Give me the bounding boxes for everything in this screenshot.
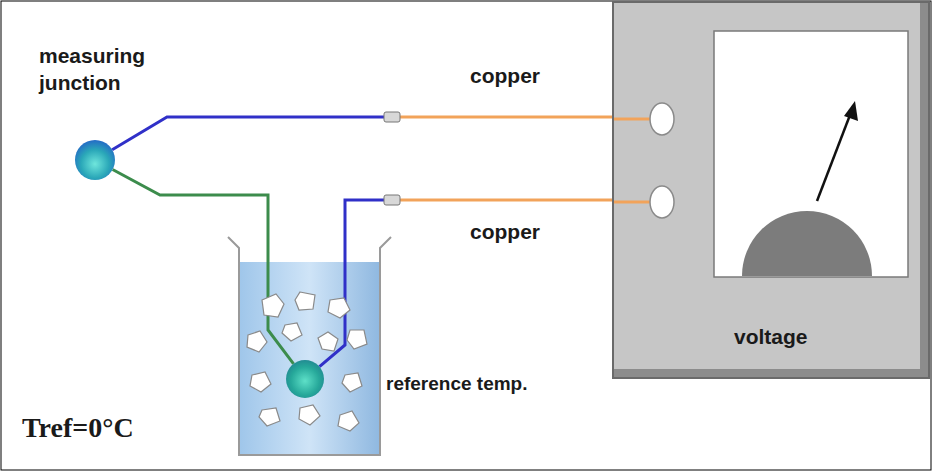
wire-segment	[112, 117, 392, 150]
meter-face	[614, 3, 928, 377]
ice-cubes	[247, 292, 367, 431]
junction-label: measuring junction	[39, 42, 174, 97]
wire-segment	[113, 169, 294, 363]
reference-junction: reference temp.	[286, 360, 324, 398]
wire	[112, 117, 612, 150]
beaker-outline	[228, 237, 391, 455]
copper-segment	[392, 116, 612, 119]
wire	[113, 169, 294, 363]
temperature-label: Tref=0°C	[22, 412, 134, 444]
copper-segment	[392, 199, 612, 202]
wire-sleeves	[384, 112, 400, 205]
meter-label: voltage	[734, 323, 808, 350]
wire-label: copper	[470, 64, 540, 88]
water	[239, 262, 380, 454]
measuring-junction: measuring junction	[75, 140, 115, 180]
reference-label: reference temp.	[386, 372, 528, 397]
wire	[319, 200, 612, 367]
wire-label: copper	[470, 220, 540, 244]
voltmeter: voltage	[612, 1, 930, 379]
ice-beaker	[228, 237, 391, 455]
